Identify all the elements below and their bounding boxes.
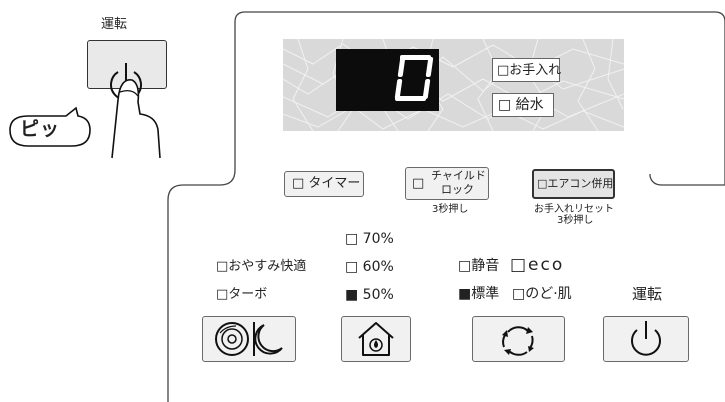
humidity-60-indicator: □ 60%	[345, 259, 394, 275]
water-indicator-box	[492, 93, 554, 117]
speech-bubble	[9, 106, 91, 147]
run-label: 運転	[632, 285, 663, 303]
aircon-combo-label: □エアコン併用	[537, 177, 614, 190]
cycle-arrows-icon	[502, 326, 534, 356]
care-reset-press-note: 3秒押し	[557, 215, 594, 226]
humidity-house-icon	[358, 322, 394, 356]
care-reset-note: お手入れリセット	[534, 204, 614, 215]
humidity-70-indicator: □ 70%	[345, 231, 394, 247]
run-caption: 運転	[101, 17, 128, 32]
crackle-pattern	[283, 39, 624, 131]
digit-zero	[394, 55, 435, 101]
quiet-indicator: □静音	[458, 258, 500, 274]
care-indicator-label: □お手入れ	[497, 63, 562, 78]
child-lock-label-line1: チャイルド	[431, 169, 486, 182]
turbo-indicator: □ターボ	[216, 287, 268, 302]
power-icon	[631, 321, 661, 356]
aircon-combo-button[interactable]	[532, 169, 615, 199]
child-lock-checkbox: □	[412, 176, 425, 191]
care-indicator-box	[492, 58, 560, 82]
display-pattern-area	[283, 39, 624, 131]
child-lock-label-line2: ロック	[441, 183, 474, 196]
timer-button[interactable]	[284, 171, 364, 197]
eco-indicator: □eco	[510, 255, 565, 275]
throat-skin-indicator: □のど·肌	[512, 286, 572, 302]
beep-text: ピッ	[20, 118, 61, 140]
humidity-50-indicator: ■ 50%	[345, 287, 394, 303]
finger	[111, 79, 161, 159]
mode-sleep-icon	[215, 322, 283, 356]
standard-indicator: ■標準	[458, 286, 500, 302]
child-lock-button[interactable]	[405, 167, 489, 200]
child-lock-note: 3秒押し	[432, 204, 469, 215]
water-indicator-label: □ 給水	[498, 97, 544, 113]
sleep-comfort-indicator: □おやすみ快適	[216, 259, 307, 274]
timer-button-label: □ タイマー	[292, 176, 361, 191]
finger-press-illustration	[9, 63, 161, 159]
